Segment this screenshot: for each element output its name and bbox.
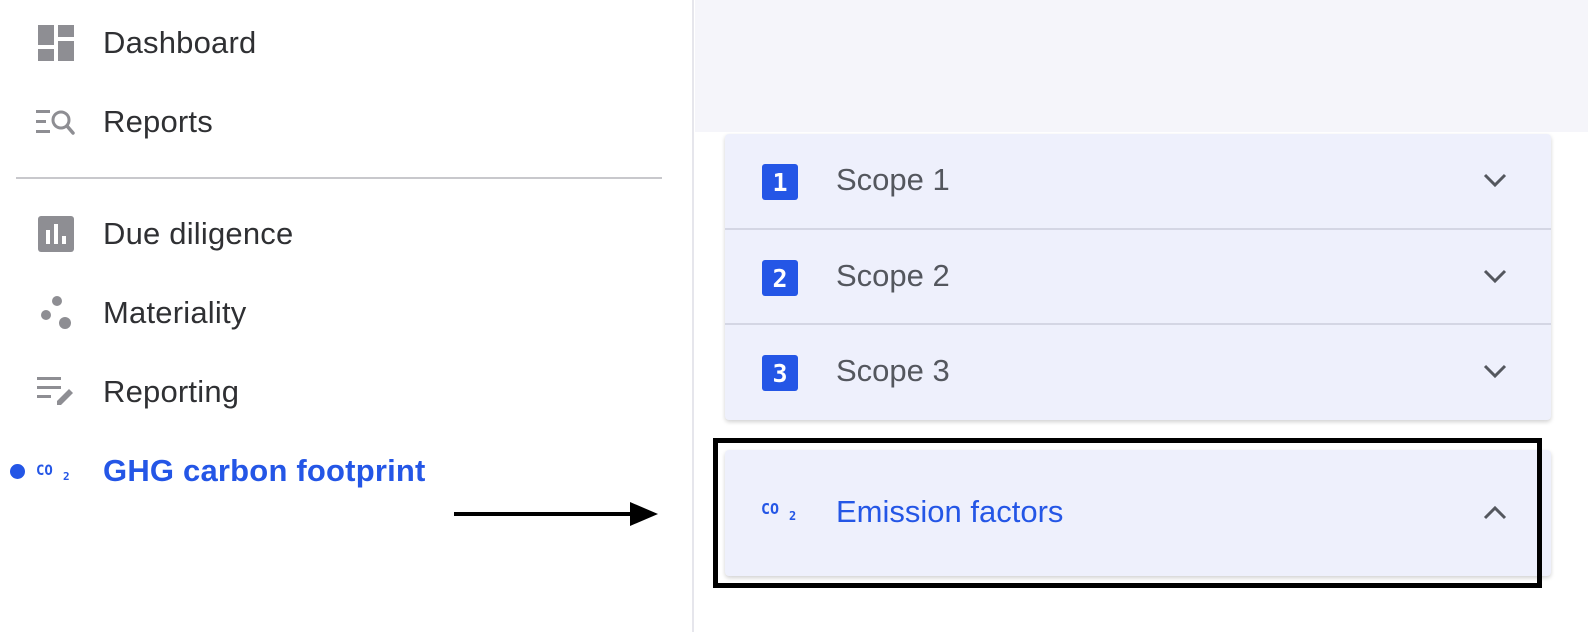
scope-label: Scope 1 — [836, 162, 950, 197]
sidebar-item-due-diligence[interactable]: Due diligence — [0, 204, 680, 264]
dashboard-icon — [36, 23, 76, 63]
sidebar-item-label: Materiality — [103, 295, 247, 330]
sidebar: Dashboard Reports Due diligence — [0, 0, 694, 632]
scopes-accordion: 1 Scope 1 2 Scope 2 3 Scope 3 — [725, 134, 1551, 420]
co2-icon: CO 2 — [36, 451, 76, 491]
scope-label: Scope 2 — [836, 258, 950, 293]
sidebar-item-label: GHG carbon footprint — [103, 453, 426, 488]
pointer-arrow — [454, 502, 658, 526]
emission-factors-label: Emission factors — [836, 494, 1064, 529]
sidebar-item-reporting[interactable]: Reporting — [0, 362, 680, 422]
sidebar-item-reports[interactable]: Reports — [0, 92, 680, 152]
svg-text:2: 2 — [789, 509, 796, 522]
accordion-scope-1[interactable]: 1 Scope 1 — [725, 134, 1551, 229]
edit-list-icon — [36, 372, 76, 412]
bubbles-icon — [36, 293, 76, 333]
accordion-scope-2[interactable]: 2 Scope 2 — [725, 228, 1551, 323]
sidebar-item-dashboard[interactable]: Dashboard — [0, 13, 680, 73]
sidebar-item-label: Reporting — [103, 374, 240, 409]
co2-icon: CO 2 — [761, 500, 796, 522]
accordion-scope-3[interactable]: 3 Scope 3 — [725, 323, 1551, 418]
chevron-down-icon[interactable] — [1482, 358, 1508, 384]
scope-label: Scope 3 — [836, 353, 950, 388]
sidebar-item-ghg-carbon-footprint[interactable]: CO 2 GHG carbon footprint — [0, 441, 680, 501]
chevron-down-icon[interactable] — [1482, 263, 1508, 289]
scope-1-badge-icon: 1 — [762, 164, 798, 200]
sidebar-item-label: Dashboard — [103, 25, 257, 60]
svg-text:2: 2 — [63, 470, 70, 481]
reports-search-icon — [36, 102, 76, 142]
accordion-emission-factors[interactable]: CO 2 Emission factors — [725, 450, 1551, 576]
bar-chart-icon — [36, 214, 76, 254]
scope-3-badge-icon: 3 — [762, 355, 798, 391]
sidebar-item-label: Reports — [103, 104, 213, 139]
chevron-down-icon[interactable] — [1482, 167, 1508, 193]
scope-2-badge-icon: 2 — [762, 260, 798, 296]
svg-text:CO: CO — [761, 500, 779, 518]
sidebar-item-label: Due diligence — [103, 216, 294, 251]
chevron-up-icon[interactable] — [1482, 500, 1508, 526]
sidebar-divider — [16, 177, 662, 179]
main-content: 1 Scope 1 2 Scope 2 3 Scope 3 CO 2 Emiss… — [695, 0, 1588, 632]
svg-text:CO: CO — [36, 463, 53, 479]
active-indicator — [10, 463, 25, 479]
main-header-area — [695, 0, 1588, 132]
sidebar-item-materiality[interactable]: Materiality — [0, 283, 680, 343]
